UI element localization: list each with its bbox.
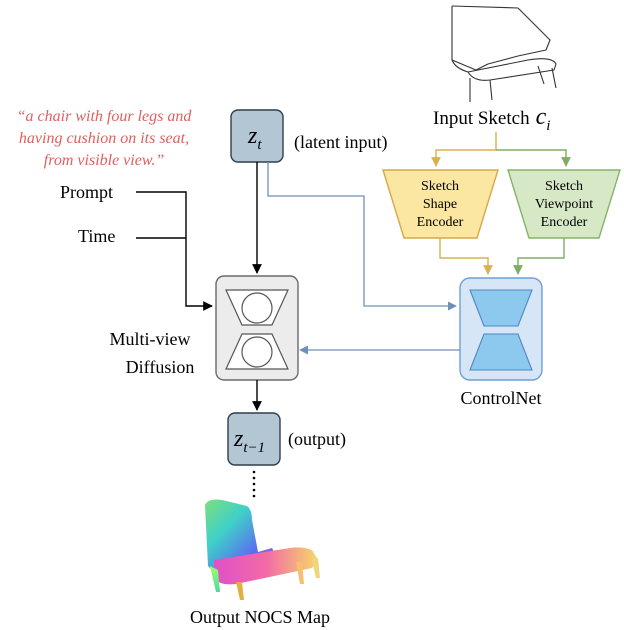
sketch-seat: [467, 58, 557, 81]
prompt-arrow: [136, 191, 213, 311]
viewpoint-encoder-trapezoid: [507, 169, 621, 239]
sketch-back: [451, 6, 551, 71]
sketch-to-shape-arrow: [431, 132, 497, 167]
viewpoint-to-controlnet-arrow: [513, 238, 565, 275]
prompt-quote-line2: having cushion on its seat,: [19, 130, 189, 147]
sketch-back-lower: [451, 59, 469, 73]
output-label: (output): [288, 429, 346, 450]
sketch-leg-4: [551, 67, 557, 89]
prompt-quote-line1: “a chair with four legs and: [17, 108, 193, 125]
shape-encoder-trapezoid: [382, 169, 499, 239]
nocs-chair-leg-back-right: [296, 562, 304, 584]
nocs-chair-leg-back: [312, 558, 320, 578]
multiview-label-line2: Diffusion: [126, 357, 195, 377]
latent-input-label: (latent input): [294, 132, 387, 153]
sketch-shape-encoder: Sketch Shape Encoder: [382, 169, 499, 239]
viewpoint-encoder-line1: Sketch: [545, 179, 583, 194]
shape-encoder-line1: Sketch: [421, 179, 459, 194]
controlnet-block: [459, 277, 543, 381]
controlnet-bottom-trapezoid: [469, 333, 533, 371]
viewpoint-encoder-line3: Encoder: [541, 215, 588, 230]
nocs-chair-leg-front-left: [210, 566, 220, 592]
time-label: Time: [78, 226, 115, 246]
prompt-quote-line3: from visible view.”: [44, 152, 165, 169]
shape-to-controlnet-arrow: [439, 238, 493, 275]
controlnet-label: ControlNet: [461, 388, 542, 408]
sketch-to-viewpoint-arrow: [496, 149, 571, 167]
multiview-diffusion-block: [215, 275, 299, 381]
diffusion-bottom-circle: [241, 336, 273, 368]
nocs-chair-seat: [214, 547, 318, 585]
latent-input-node: zt: [230, 109, 284, 163]
input-sketch-image: [451, 5, 557, 102]
sketch-leg-3: [537, 65, 545, 85]
output-latent-box: [227, 412, 281, 466]
diffusion-top-circle: [241, 292, 273, 324]
output-nocs-label: Output NOCS Map: [190, 607, 330, 627]
controlnet-top-trapezoid: [469, 289, 533, 327]
viewpoint-encoder-line2: Viewpoint: [535, 197, 593, 212]
nocs-chair-image: [205, 499, 320, 600]
shape-encoder-line2: Shape: [423, 197, 457, 212]
shape-encoder-line3: Encoder: [417, 215, 464, 230]
output-latent-node: zt−1: [227, 412, 281, 466]
output-latent-var: zt−1: [233, 426, 265, 456]
prompt-quote: “a chair with four legs and having cushi…: [17, 108, 193, 169]
sketch-viewpoint-encoder: Sketch Viewpoint Encoder: [507, 169, 621, 239]
ellipsis-dots: [252, 470, 256, 498]
prompt-label: Prompt: [60, 182, 113, 202]
multiview-label-line1: Multi-view: [110, 329, 191, 349]
nocs-chair-leg-front-right: [236, 582, 244, 600]
sketch-top-edge: [451, 5, 519, 9]
sketch-leg-2: [489, 79, 493, 101]
latent-to-controlnet-arrow: [267, 162, 457, 311]
latent-input-var: zt: [247, 123, 262, 153]
